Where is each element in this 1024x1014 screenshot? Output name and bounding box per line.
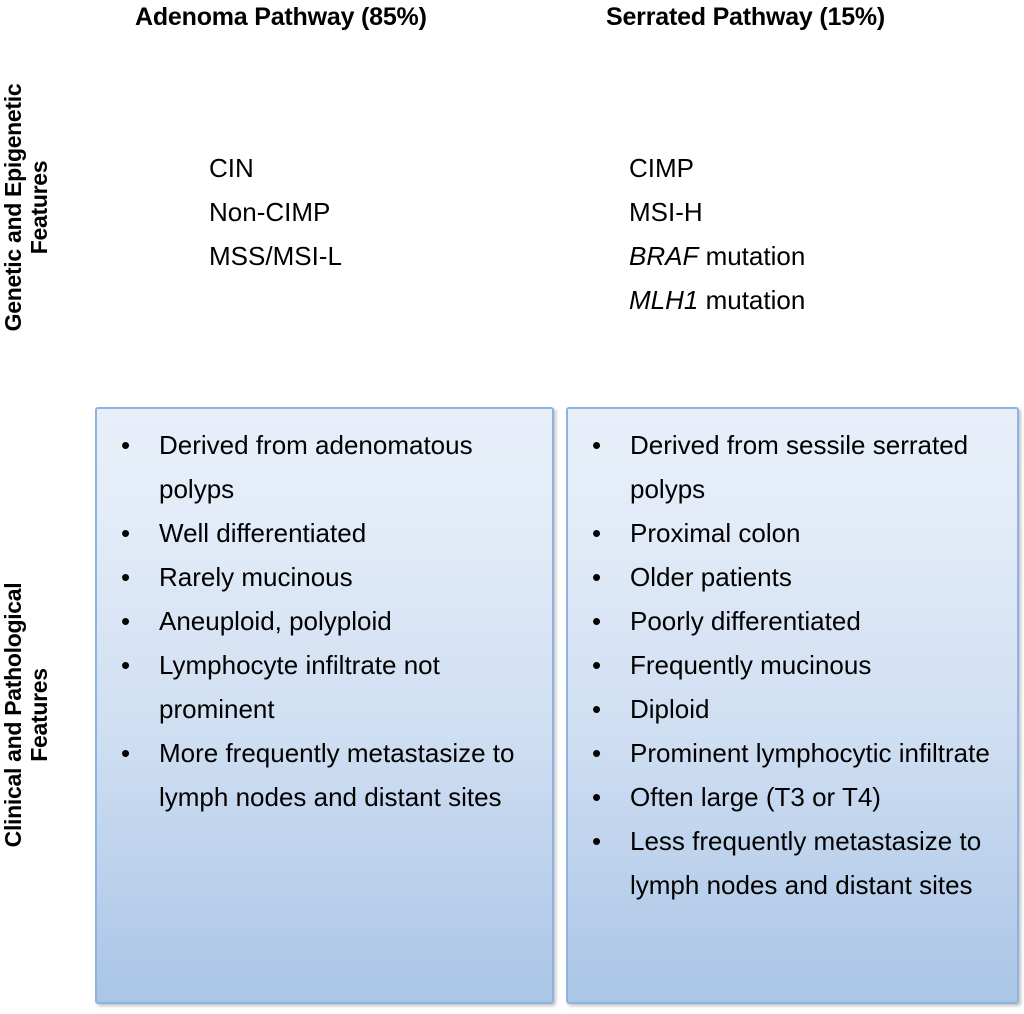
clinical-feature-label: Derived from sessile serrated polyps bbox=[630, 430, 969, 504]
bullet-icon: • bbox=[592, 650, 602, 680]
clinical-feature-item: • Prominent lymphocytic infiltrate bbox=[592, 731, 1009, 775]
clinical-feature-item: • Lymphocyte infiltrate not prominent bbox=[121, 643, 544, 731]
clinical-feature-label: Lymphocyte infiltrate not prominent bbox=[159, 650, 440, 724]
clinical-feature-item: • Derived from adenomatous polyps bbox=[121, 423, 544, 511]
clinical-feature-item: • Often large (T3 or T4) bbox=[592, 775, 1009, 819]
clinical-features-list-adenoma: • Derived from adenomatous polyps • Well di… bbox=[97, 409, 552, 819]
bullet-icon: • bbox=[121, 650, 131, 680]
clinical-feature-item: • Less frequently metastasize to lymph no… bbox=[592, 819, 1009, 907]
genetic-feature-item: CIN bbox=[209, 153, 254, 183]
bullet-icon: • bbox=[592, 606, 602, 636]
bullet-icon: • bbox=[121, 562, 131, 592]
row-label-genetic-line2: Features bbox=[26, 160, 52, 255]
clinical-feature-label: Proximal colon bbox=[630, 518, 801, 548]
clinical-feature-item: • Frequently mucinous bbox=[592, 643, 1009, 687]
row-label-clinical-pathological-features: Clinical and Pathological Features bbox=[0, 430, 52, 1000]
clinical-feature-label: Frequently mucinous bbox=[630, 650, 872, 680]
gene-name-braf: BRAF bbox=[629, 241, 699, 271]
clinical-feature-label: Derived from adenomatous polyps bbox=[159, 430, 473, 504]
clinical-feature-item: • Well differentiated bbox=[121, 511, 544, 555]
clinical-features-box-serrated: • Derived from sessile serrated polyps • Pr… bbox=[566, 407, 1019, 1004]
clinical-feature-label: Less frequently metastasize to lymph nod… bbox=[630, 826, 982, 900]
genetic-feature-item: MSS/MSI-L bbox=[209, 241, 342, 271]
clinical-features-box-adenoma: • Derived from adenomatous polyps • Well di… bbox=[95, 407, 554, 1004]
clinical-feature-label: Prominent lymphocytic infiltrate bbox=[630, 738, 990, 768]
bullet-icon: • bbox=[592, 562, 602, 592]
bullet-icon: • bbox=[121, 430, 131, 460]
genetic-feature-item: CIMP bbox=[629, 153, 694, 183]
gene-name-mlh1: MLH1 bbox=[629, 285, 699, 315]
clinical-feature-label: Rarely mucinous bbox=[159, 562, 353, 592]
bullet-icon: • bbox=[592, 826, 602, 856]
bullet-icon: • bbox=[592, 738, 602, 768]
genetic-features-serrated: CIMP MSI-H BRAF mutation MLH1 mutation bbox=[629, 146, 805, 322]
bullet-icon: • bbox=[592, 782, 602, 812]
clinical-feature-label: Diploid bbox=[630, 694, 710, 724]
genetic-feature-item: MSI-H bbox=[629, 197, 703, 227]
clinical-feature-item: • Derived from sessile serrated polyps bbox=[592, 423, 1009, 511]
row-label-clinical-line1: Clinical and Pathological bbox=[0, 582, 26, 848]
clinical-feature-item: • Aneuploid, polyploid bbox=[121, 599, 544, 643]
bullet-icon: • bbox=[592, 518, 602, 548]
clinical-feature-label: More frequently metastasize to lymph nod… bbox=[159, 738, 515, 812]
bullet-icon: • bbox=[592, 694, 602, 724]
column-header-adenoma-pathway: Adenoma Pathway (85%) bbox=[135, 3, 427, 31]
bullet-icon: • bbox=[121, 738, 131, 768]
clinical-feature-label: Aneuploid, polyploid bbox=[159, 606, 392, 636]
genetic-feature-item: MLH1 mutation bbox=[629, 285, 806, 315]
bullet-icon: • bbox=[121, 606, 131, 636]
row-label-clinical-line2: Features bbox=[26, 668, 52, 762]
row-label-genetic-line1: Genetic and Epigenetic bbox=[0, 83, 26, 332]
genetic-feature-item: Non-CIMP bbox=[209, 197, 331, 227]
bullet-icon: • bbox=[121, 518, 131, 548]
clinical-feature-item: • More frequently metastasize to lymph no… bbox=[121, 731, 544, 819]
clinical-feature-item: • Older patients bbox=[592, 555, 1009, 599]
clinical-feature-label: Poorly differentiated bbox=[630, 606, 861, 636]
clinical-features-list-serrated: • Derived from sessile serrated polyps • Pr… bbox=[568, 409, 1017, 907]
row-label-genetic-epigenetic-features: Genetic and Epigenetic Features bbox=[0, 35, 52, 380]
column-header-serrated-pathway: Serrated Pathway (15%) bbox=[606, 3, 886, 31]
clinical-feature-item: • Diploid bbox=[592, 687, 1009, 731]
clinical-feature-label: Older patients bbox=[630, 562, 792, 592]
clinical-feature-label: Often large (T3 or T4) bbox=[630, 782, 881, 812]
clinical-feature-item: • Proximal colon bbox=[592, 511, 1009, 555]
clinical-feature-item: • Poorly differentiated bbox=[592, 599, 1009, 643]
clinical-feature-label: Well differentiated bbox=[159, 518, 367, 548]
genetic-feature-item: BRAF mutation bbox=[629, 241, 806, 271]
genetic-features-adenoma: CIN Non-CIMP MSS/MSI-L bbox=[209, 146, 342, 278]
bullet-icon: • bbox=[592, 430, 602, 460]
clinical-feature-item: • Rarely mucinous bbox=[121, 555, 544, 599]
